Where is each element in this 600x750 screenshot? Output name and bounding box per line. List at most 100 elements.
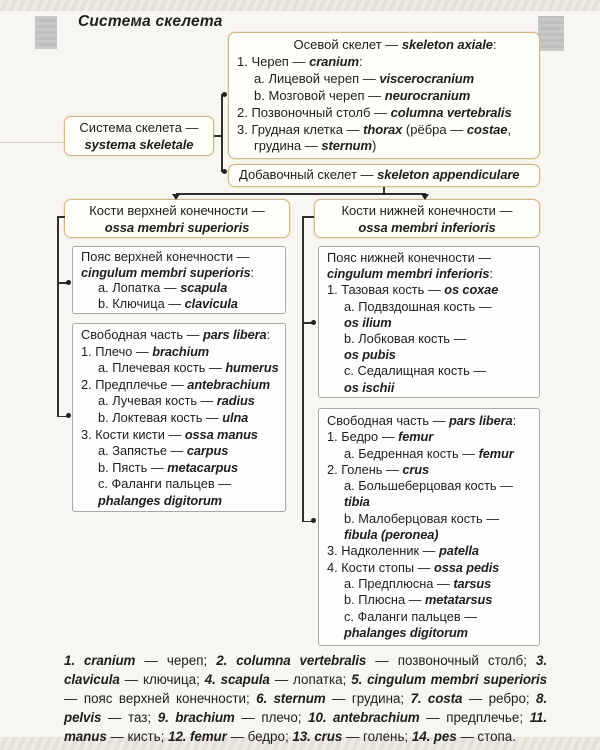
russian-text: — кисть; bbox=[106, 729, 169, 744]
latin-term: metacarpus bbox=[167, 459, 239, 475]
latin-term: ossa membri inferioris bbox=[358, 220, 496, 235]
russian-text: 3. Кости кисти — bbox=[81, 426, 185, 442]
latin-term: femur bbox=[478, 445, 514, 461]
text-line: c. Фаланги пальцев — bbox=[81, 476, 277, 493]
scan-artifact-line bbox=[0, 142, 64, 143]
russian-text: 3. Грудная клетка — bbox=[237, 121, 364, 137]
latin-term: skeleton axiale bbox=[401, 37, 493, 52]
text-line: cingulum membri superioris: bbox=[81, 265, 277, 281]
connector-upper-girdle-stub bbox=[57, 282, 69, 284]
russian-text: a. Предплюсна — bbox=[344, 575, 454, 591]
russian-text: a. Большеберцовая кость — bbox=[344, 478, 513, 494]
russian-text: 3. Надколенник — bbox=[327, 543, 440, 559]
russian-text: Пояс верхней конечности — bbox=[81, 249, 250, 264]
latin-term: 1. cranium bbox=[64, 653, 136, 668]
text-line: phalanges digitorum bbox=[327, 625, 531, 641]
russian-text: 2. Позвоночный столб — bbox=[237, 104, 391, 120]
latin-term: os ischii bbox=[344, 379, 395, 395]
text-line: c. Седалищная кость — bbox=[327, 363, 531, 379]
latin-term: neurocranium bbox=[384, 87, 471, 103]
russian-text: 1. Тазовая кость — bbox=[327, 282, 445, 298]
connector-root-vertical bbox=[221, 94, 223, 172]
latin-term: 10. antebrachium bbox=[308, 710, 420, 725]
russian-text: Кости нижней конечности — bbox=[341, 203, 513, 218]
latin-term: ossa manus bbox=[184, 426, 258, 442]
russian-text: — позвоночный столб; bbox=[366, 653, 537, 668]
box-axial-skeleton: Осевой скелет — skeleton axiale:1. Череп… bbox=[228, 32, 540, 159]
box-lower-limb-free-part: Свободная часть — pars libera:1. Бедро —… bbox=[318, 408, 540, 646]
russian-text: b. Локтевая кость — bbox=[98, 409, 223, 425]
connector-dot-appendicular bbox=[222, 169, 227, 174]
connector-lower-girdle-stub bbox=[302, 322, 315, 324]
russian-text: c. Седалищная кость — bbox=[344, 363, 487, 379]
text-line: a. Лопатка — scapula bbox=[81, 280, 277, 296]
text-line: 1. Плечо — brachium bbox=[81, 344, 277, 361]
latin-term: metatarsus bbox=[424, 592, 493, 608]
russian-text: — грудина; bbox=[325, 691, 411, 706]
connector-dot-lower-free bbox=[311, 518, 316, 523]
text-line: b. Локтевая кость — ulna bbox=[81, 410, 277, 427]
latin-term: 7. costa bbox=[410, 691, 463, 706]
latin-term: clavicula bbox=[184, 295, 238, 311]
box-upper-limb-bones: Кости верхней конечности —ossa membri su… bbox=[64, 199, 290, 238]
russian-text: 1. Бедро — bbox=[327, 429, 399, 445]
text-line: Пояс верхней конечности — bbox=[81, 249, 277, 265]
latin-term: 3. clavicula bbox=[64, 653, 547, 687]
russian-text: 4. Кости стопы — bbox=[327, 559, 435, 575]
footnote-paragraph: 1. cranium — череп; 2. columna vertebral… bbox=[64, 651, 547, 746]
russian-text: a. Плечевая кость — bbox=[98, 360, 226, 376]
russian-text: Осевой скелет — bbox=[293, 37, 402, 52]
text-line: b. Малоберцовая кость — bbox=[327, 511, 531, 527]
latin-term: tarsus bbox=[453, 575, 492, 591]
latin-term: phalanges digitorum bbox=[98, 492, 222, 508]
russian-text: : bbox=[358, 53, 363, 69]
text-line: a. Подвздошная кость — bbox=[327, 299, 531, 315]
text-line: a. Лучевая кость — radius bbox=[81, 393, 277, 410]
connector-dot-lower-girdle bbox=[311, 320, 316, 325]
russian-text: 1. Плечо — bbox=[81, 343, 153, 359]
russian-text: ) bbox=[371, 138, 377, 154]
russian-text: : bbox=[492, 37, 497, 52]
latin-term: fibula (peronea) bbox=[344, 527, 439, 543]
latin-term: os pubis bbox=[344, 347, 396, 363]
latin-term: phalanges digitorum bbox=[344, 624, 468, 640]
russian-text: — череп; bbox=[135, 653, 217, 668]
latin-term: pars libera bbox=[202, 327, 267, 342]
latin-term: ossa membri superioris bbox=[104, 220, 250, 235]
text-line: 2. Предплечье — antebrachium bbox=[81, 377, 277, 394]
page-title: Система скелета bbox=[78, 13, 223, 30]
connector-lower-free-stub bbox=[302, 520, 315, 522]
latin-term: humerus bbox=[225, 360, 279, 376]
text-line: a. Бедренная кость — femur bbox=[327, 446, 531, 462]
connector-arrow-lower-limb bbox=[421, 194, 429, 200]
russian-text: — плечо; bbox=[234, 710, 309, 725]
text-line: a. Большеберцовая кость — bbox=[327, 478, 531, 494]
russian-text: b. Мозговой череп — bbox=[254, 87, 385, 103]
russian-text: Свободная часть — bbox=[327, 413, 449, 428]
text-line: Добавочный скелет — skeleton appendicula… bbox=[239, 165, 539, 184]
latin-term: patella bbox=[439, 543, 479, 559]
russian-text: — лопатка; bbox=[269, 672, 352, 687]
connector-appendicular-down bbox=[383, 187, 385, 194]
latin-term: femur bbox=[398, 429, 434, 445]
russian-text: — ребро; bbox=[462, 691, 537, 706]
latin-term: 2. columna vertebralis bbox=[216, 653, 367, 668]
text-line: b. Ключица — clavicula bbox=[81, 296, 277, 312]
russian-text: Система скелета — bbox=[79, 120, 199, 135]
russian-text: b. Малоберцовая кость — bbox=[344, 510, 499, 526]
russian-text: — предплечье; bbox=[419, 710, 530, 725]
russian-text: b. Лобковая кость — bbox=[344, 331, 467, 347]
russian-text: a. Лучевая кость — bbox=[98, 393, 217, 409]
text-line: ossa membri superioris bbox=[67, 219, 287, 236]
text-line: os ischii bbox=[327, 380, 531, 396]
russian-text: a. Лицевой череп — bbox=[254, 70, 380, 86]
text-line: Кости нижней конечности — bbox=[317, 202, 537, 219]
latin-term: systema skeletale bbox=[84, 137, 194, 152]
russian-text: b. Ключица — bbox=[98, 295, 185, 311]
text-line: Осевой скелет — skeleton axiale: bbox=[259, 37, 531, 54]
text-line: a. Запястье — carpus bbox=[81, 443, 277, 460]
text-line: 3. Грудная клетка — thorax (рёбра — cost… bbox=[237, 122, 531, 139]
latin-term: ossa pedis bbox=[434, 559, 500, 575]
latin-term: 5. cingulum membri superioris bbox=[351, 672, 547, 687]
text-line: ossa membri inferioris bbox=[317, 219, 537, 236]
